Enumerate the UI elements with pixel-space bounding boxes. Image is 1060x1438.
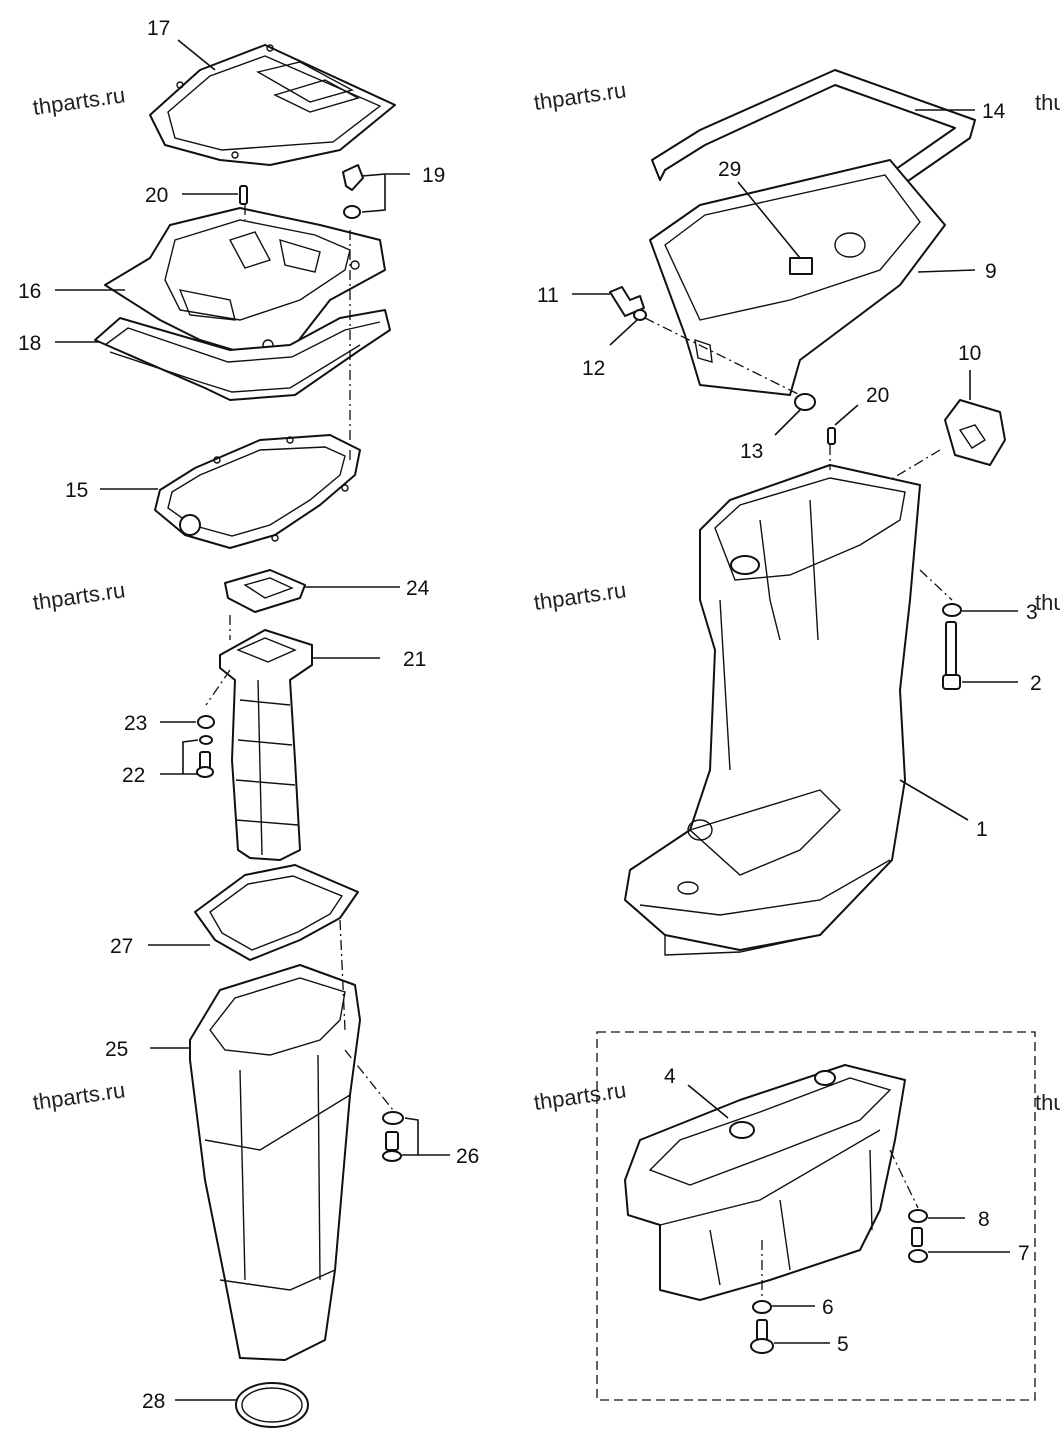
assembly-dashed-lines [205,205,953,1300]
callout-7: 7 [1018,1242,1030,1265]
callout-21: 21 [403,648,426,671]
watermark-text: thparts.ru [31,577,127,615]
part-20-dowel-pin [239,185,248,205]
part-2-bolt [942,621,961,690]
callout-12: 12 [582,357,605,380]
callout-10: 10 [958,342,981,365]
part-10-mount [944,399,1006,466]
callout-29: 29 [718,158,741,181]
watermark-text: thparts.ru [31,82,127,120]
part-3-washer [942,603,962,617]
part-22-bolt [196,735,214,778]
part-13-nut [794,393,816,411]
part-4-assembly-box [596,1031,1036,1401]
watermark-partial: thu [1035,590,1060,615]
part-8-washer [908,1209,928,1223]
part-25-housing [189,964,361,1361]
callout-1: 1 [976,818,988,841]
callout-15: 15 [65,479,88,502]
callout-20-right: 20 [866,384,889,407]
callout-6: 6 [822,1296,834,1319]
watermark-partial: thu [1035,90,1060,115]
callout-14: 14 [982,100,1006,123]
part-7-bolt [908,1227,928,1263]
callout-8: 8 [978,1208,990,1231]
part-11-bolt [609,286,645,317]
watermarks: thparts.ru thparts.ru thparts.ru thparts… [31,77,1060,1115]
callout-24: 24 [406,577,430,600]
watermark-text: thparts.ru [532,77,628,115]
part-26-bolt [382,1111,404,1162]
watermark-text: thparts.ru [31,1077,127,1115]
watermark-text: thparts.ru [532,1077,628,1115]
callout-13: 13 [740,440,763,463]
part-17-gasket [149,44,396,166]
callout-28: 28 [142,1390,165,1413]
callout-18: 18 [18,332,41,355]
part-28-o-ring [235,1382,309,1428]
part-12-washer [633,309,647,321]
part-18-seal [94,309,391,401]
part-15-gasket [154,434,361,549]
callout-labels: 17 20 19 16 18 15 24 21 23 22 27 25 26 2… [18,17,1042,1413]
callout-4: 4 [664,1065,676,1088]
part-6-washer [752,1300,772,1314]
callout-19: 19 [422,164,445,187]
leader-lines [55,39,1018,1401]
callout-22: 22 [122,764,145,787]
callout-5: 5 [837,1333,849,1356]
part-19-bolt [342,164,364,219]
callout-2: 2 [1030,672,1042,695]
callout-11: 11 [537,284,559,307]
callout-20: 20 [145,184,168,207]
watermark-text: thparts.ru [532,577,628,615]
callout-16: 16 [18,280,41,303]
part-5-bolt [750,1319,774,1354]
part-27-gasket [194,864,359,961]
part-4-extension-housing [624,1064,906,1301]
callout-25: 25 [105,1038,128,1061]
callout-17: 17 [147,17,170,40]
callout-9: 9 [985,260,997,283]
callout-23: 23 [124,712,147,735]
callout-3: 3 [1026,601,1038,624]
part-21-exhaust-tube [219,629,313,861]
part-23-washer [197,715,215,729]
watermark-partial: thu [1035,1090,1060,1115]
callout-26: 26 [456,1145,479,1168]
part-1-driveshaft-housing [624,464,921,956]
part-20-dowel-pin [827,427,836,445]
callout-27: 27 [110,935,133,958]
part-24-gasket [224,569,306,613]
part-9-cowling [649,159,946,396]
